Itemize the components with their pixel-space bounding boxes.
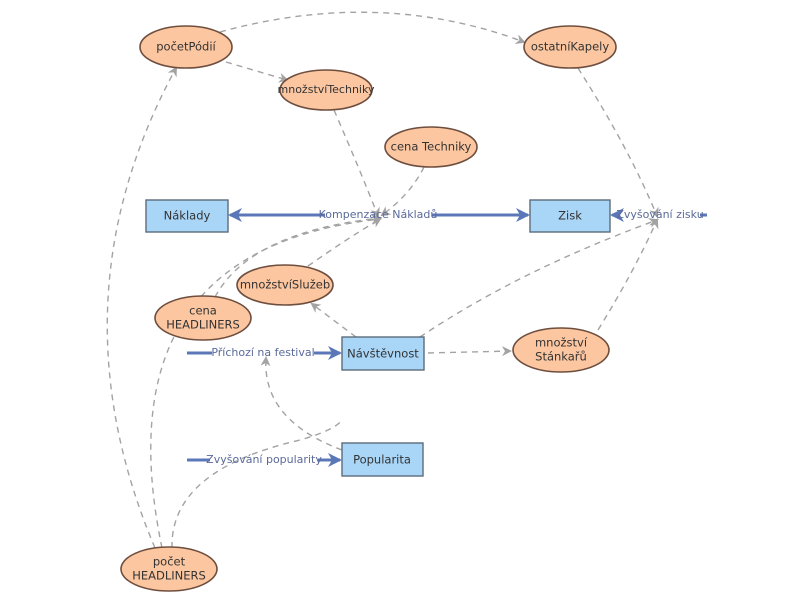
link-pocetheadliners-popularita [171,419,343,549]
link-navstevnost-stankari [427,346,512,357]
link-ostatnikapely-zvysovanizisku [577,67,659,218]
variable-mnozstvi-stankaru[interactable]: množství Stánkařů [512,327,610,373]
stock-label: Zisk [558,209,582,223]
variable-mnozstvi-techniky[interactable]: množstvíTechniky [278,69,375,111]
variable-label-line1: počet [153,555,186,569]
link-pocetheadliners-kompenzace [150,214,382,549]
flow-label-kompenzace-nakladu[interactable]: Kompenzace Nákladů [319,208,438,221]
stock-label: Popularita [353,453,411,467]
variable-label-line1: cena [189,304,217,318]
link-pocetpodii-ostatnikapely [219,11,526,44]
variable-label-line2: Stánkařů [535,350,587,364]
flow-label-prichozi-na-festival[interactable]: Příchozí na festival [211,346,314,359]
variable-label-line1: množství [535,336,588,350]
link-mnozstvitechniky-kompenzace [333,109,380,218]
variable-label: množstvíTechniky [278,83,375,96]
variable-pocet-headliners[interactable]: počet HEADLINERS [120,546,218,592]
link-cenatechniky-kompenzace [380,166,425,217]
variable-ostatni-kapely[interactable]: ostatníKapely [523,25,617,69]
variable-label: množstvíSlužeb [240,278,330,292]
link-navstevnost-mnozstvisluzeb [310,302,357,338]
links [106,11,659,549]
variable-cena-headliners[interactable]: cena HEADLINERS [154,295,252,341]
stock-popularita[interactable]: Popularita [341,442,424,477]
stock-zisk[interactable]: Zisk [529,199,611,233]
stock-label: Náklady [164,209,211,223]
variable-label: početPódií [156,40,216,54]
variable-label-line2: HEADLINERS [132,569,206,583]
variable-label: ostatníKapely [531,40,610,54]
variable-cena-techniky[interactable]: cena Techniky [384,126,478,168]
flows: Kompenzace Nákladů Zvyšování zisku Přích… [187,208,707,467]
link-navstevnost-zvysovanizisku [419,218,659,338]
stock-naklady[interactable]: Náklady [145,199,229,233]
link-mnozstvisluzeb-kompenzace [307,217,382,267]
flow-label-zvysovani-zisku[interactable]: Zvyšování zisku [616,208,703,221]
stock-label: Návštěvnost [347,347,419,361]
stock-navstevnost[interactable]: Návštěvnost [341,336,425,371]
link-stankari-zvysovanizisku [597,218,659,331]
variable-pocet-podii[interactable]: početPódií [139,25,233,69]
variable-label: cena Techniky [391,140,472,154]
variable-mnozstvi-sluzeb[interactable]: množstvíSlužeb [236,264,334,306]
flow-label-zvysovani-popularity[interactable]: Zvyšování popularity [206,453,322,466]
link-popularita-prichozi [260,356,343,451]
variable-label-line2: HEADLINERS [166,318,240,332]
link-pocetpodii-mnozstvitechniky [225,61,289,83]
